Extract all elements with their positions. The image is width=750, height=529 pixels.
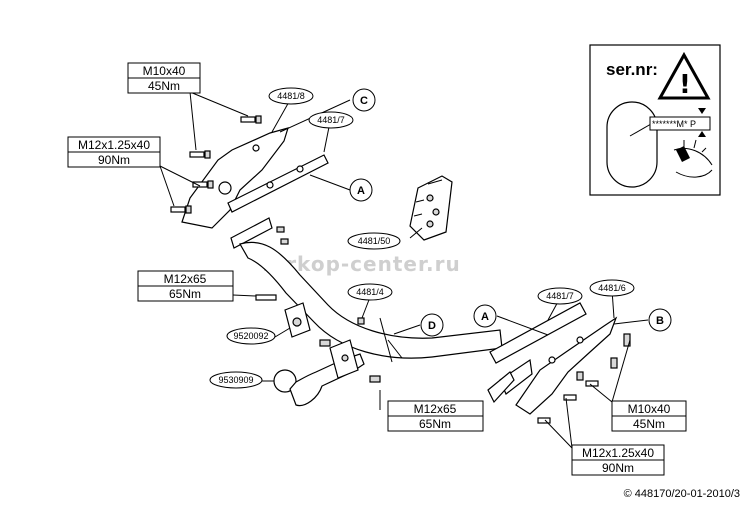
left-bracket-assembly — [170, 115, 329, 249]
svg-text:A: A — [481, 311, 489, 323]
eye-icon — [673, 139, 713, 178]
svg-text:M10x40: M10x40 — [143, 64, 186, 78]
warning-icon: ! — [657, 51, 711, 100]
part-label-4481-6: 4481/6 — [589, 279, 635, 297]
callout-a-right: A — [473, 304, 497, 328]
bolt — [610, 357, 618, 369]
svg-text:4481/7: 4481/7 — [546, 291, 574, 301]
bolt — [576, 371, 599, 387]
svg-text:4481/8: 4481/8 — [277, 91, 305, 101]
serial-plate-text: *******M* P — [652, 119, 696, 129]
callout-c: C — [352, 88, 376, 112]
callout-d: D — [420, 313, 444, 337]
right-bracket-assembly — [487, 302, 631, 424]
svg-text:90Nm: 90Nm — [98, 153, 130, 167]
svg-text:M12x65: M12x65 — [414, 402, 457, 416]
svg-text:45Nm: 45Nm — [148, 79, 180, 93]
svg-text:M10x40: M10x40 — [628, 402, 671, 416]
bolt — [170, 205, 192, 214]
bolt — [537, 417, 551, 424]
svg-text:4481/7: 4481/7 — [317, 115, 345, 125]
svg-text:D: D — [428, 320, 436, 332]
bolt — [192, 180, 214, 189]
part-label-9530909: 9530909 — [209, 371, 263, 389]
part-label-4481-4: 4481/4 — [347, 283, 393, 301]
part-label-4481-7-right: 4481/7 — [537, 287, 583, 305]
svg-text:65Nm: 65Nm — [169, 287, 201, 301]
torque-spec-top-m10: M10x40 45Nm — [127, 62, 201, 94]
serial-title: ser.nr: — [606, 60, 658, 79]
svg-text:M12x1.25x40: M12x1.25x40 — [78, 138, 150, 152]
svg-text:65Nm: 65Nm — [419, 417, 451, 431]
bolt — [240, 115, 262, 124]
svg-text:M12x1.25x40: M12x1.25x40 — [582, 446, 654, 460]
bolt — [189, 150, 211, 159]
serial-oval — [606, 101, 658, 188]
svg-text:4481/50: 4481/50 — [358, 236, 391, 246]
part-label-9520092: 9520092 — [226, 327, 276, 345]
torque-spec-right-m12: M12x1.25x40 90Nm — [571, 444, 665, 476]
svg-text:!: ! — [679, 70, 691, 100]
callout-b: B — [648, 308, 672, 332]
serial-number-box: ser.nr: ! *******M* P — [589, 44, 721, 196]
part-label-4481-50: 4481/50 — [347, 232, 401, 250]
part-label-4481-8: 4481/8 — [268, 87, 314, 105]
svg-text:B: B — [656, 315, 664, 327]
svg-text:C: C — [360, 95, 368, 107]
callout-a-left: A — [349, 178, 373, 202]
torque-spec-top-m12: M12x1.25x40 90Nm — [67, 136, 161, 168]
part-label-4481-7-left: 4481/7 — [308, 111, 354, 129]
svg-text:4481/4: 4481/4 — [356, 287, 384, 297]
svg-text:M12x65: M12x65 — [164, 272, 207, 286]
svg-text:A: A — [357, 185, 365, 197]
torque-spec-mid-m12x65: M12x65 65Nm — [137, 270, 234, 302]
bracket-4481-50 — [409, 175, 453, 241]
footer-copyright: © 448170/20-01-2010/3 — [624, 488, 740, 500]
tow-ball — [273, 317, 381, 407]
torque-spec-bottom-m12x65: M12x65 65Nm — [387, 400, 484, 432]
svg-text:45Nm: 45Nm — [633, 417, 665, 431]
svg-text:9520092: 9520092 — [233, 331, 268, 341]
svg-text:9530909: 9530909 — [218, 375, 253, 385]
bolt — [563, 394, 577, 401]
svg-text:4481/6: 4481/6 — [598, 283, 626, 293]
torque-spec-right-m10: M10x40 45Nm — [611, 400, 687, 432]
svg-text:90Nm: 90Nm — [602, 461, 634, 475]
